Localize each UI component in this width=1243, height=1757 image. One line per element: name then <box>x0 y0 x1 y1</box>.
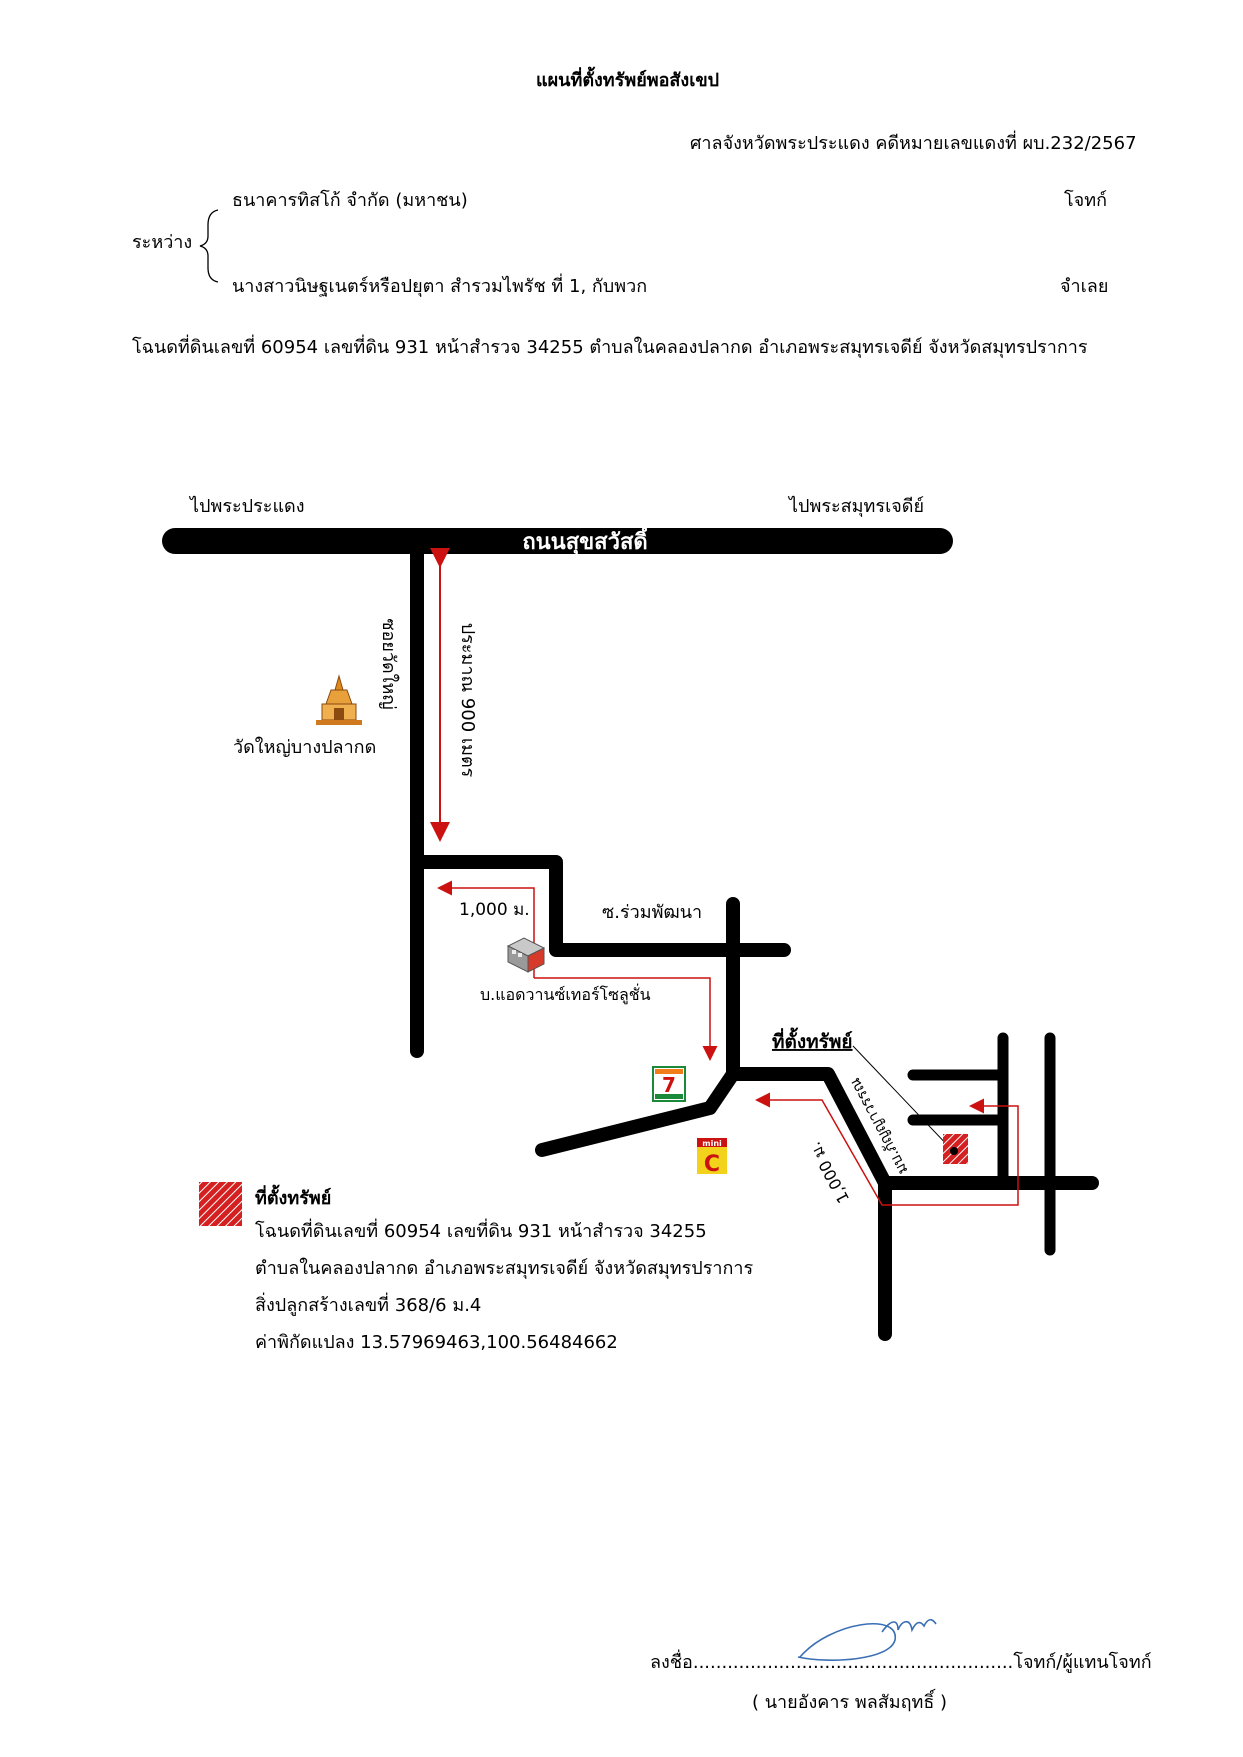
signature-dots: ........................................… <box>692 1652 1014 1673</box>
signature-suffix: โจทก์/ผู้แทนโจทก์ <box>1013 1652 1152 1673</box>
between-brace <box>199 209 219 283</box>
page-title: แผนที่ตั้งทรัพย์พอสังเขป <box>536 70 720 91</box>
legend-title: ที่ตั้งทรัพย์ <box>255 1188 332 1209</box>
temple-label: วัดใหญ่บางปลากด <box>233 736 376 758</box>
road-branch-upper <box>410 855 791 957</box>
route-line-to-property <box>755 1092 1019 1206</box>
main-road-label: ถนนสุขสวัสดิ์ <box>522 525 650 556</box>
signature-line: ลงชื่อ..................................… <box>650 1652 1152 1674</box>
soi-wat-yai-label: ซอยวัดใหญ่ <box>378 618 400 709</box>
signature-scribble <box>797 1618 937 1661</box>
between-label: ระหว่าง <box>132 232 193 253</box>
road-soi-ruam-phatthana <box>535 897 740 1157</box>
legend-line-2: ตำบลในคลองปลากด อำเภอพระสมุทรเจดีย์ จังห… <box>255 1258 754 1279</box>
mini-logo-text: mini <box>702 1139 722 1148</box>
deed-description: โฉนดที่ดินเลขที่ 60954 เลขที่ดิน 931 หน้… <box>132 337 1088 358</box>
property-callout-line <box>852 1045 953 1151</box>
seven-eleven-number: 7 <box>662 1073 676 1097</box>
distance-900-label: ประมาณ 900 เมตร <box>457 623 478 778</box>
direction-left-label: ไปพระประแดง <box>188 495 305 517</box>
direction-right-label: ไปพระสมุทรเจดีย์ <box>787 495 924 517</box>
property-point <box>950 1147 958 1155</box>
temple-icon <box>316 674 362 725</box>
defendant-name: นางสาวนิษฐเนตร์หรือปยุตา สำรวมไพรัช ที่ … <box>232 276 648 297</box>
property-map-label: ที่ตั้งทรัพย์ <box>772 1027 853 1053</box>
defendant-role: จำเลย <box>1060 276 1109 297</box>
mini-big-c-logo-icon: mini C <box>697 1138 727 1177</box>
signature-prefix: ลงชื่อ <box>650 1652 693 1673</box>
legend-line-4: ค่าพิกัดแปลง 13.57969463,100.56484662 <box>255 1332 618 1353</box>
soi-ruam-phatthana-label: ซ.ร่วมพัฒนา <box>602 902 702 923</box>
distance-1000-b-label: 1,000 ม. <box>805 1139 853 1207</box>
route-line-property-spur <box>969 1098 1019 1114</box>
legend-line-3: สิ่งปลูกสร้างเลขที่ 368/6 ม.4 <box>255 1295 482 1316</box>
plaintiff-name: ธนาคารทิสโก้ จำกัด (มหาชน) <box>232 190 468 211</box>
mini-logo-letter: C <box>704 1152 720 1177</box>
company-building-icon <box>506 937 546 973</box>
signatory-name: ( นายอังคาร พลสัมฤทธิ์ ) <box>752 1692 948 1713</box>
route-line-to-junction <box>534 977 718 1061</box>
legend-line-1: โฉนดที่ดินเลขที่ 60954 เลขที่ดิน 931 หน้… <box>255 1221 707 1242</box>
road-to-property <box>726 1067 892 1190</box>
seven-eleven-logo-icon: 7 <box>652 1066 686 1102</box>
legend-property-swatch <box>199 1182 242 1226</box>
plaintiff-role: โจทก์ <box>1064 190 1107 211</box>
court-case-number: ศาลจังหวัดพระประแดง คดีหมายเลขแดงที่ ผบ.… <box>690 133 1137 154</box>
company-label: บ.แอดวานซ์เทอร์โซลูชั่น <box>480 983 651 1005</box>
distance-1000-a-label: 1,000 ม. <box>459 900 530 920</box>
